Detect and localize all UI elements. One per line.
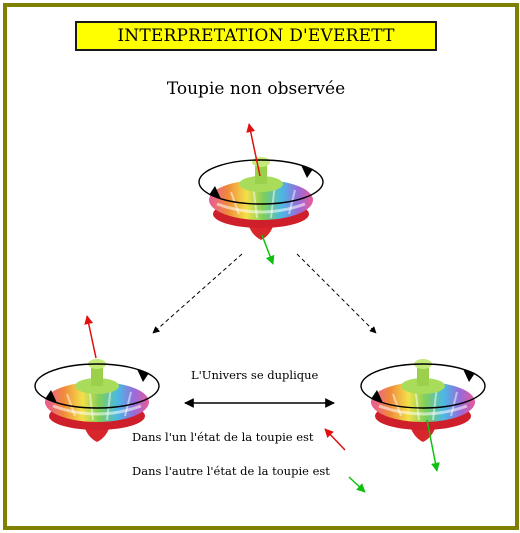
title-box: INTERPRETATION D'EVERETT xyxy=(75,21,437,51)
state-other-caption: Dans l'autre l'état de la toupie est xyxy=(132,464,330,478)
unobserved-heading: Toupie non observée xyxy=(166,79,346,99)
state-one-caption: Dans l'un l'état de la toupie est xyxy=(132,430,314,444)
title-text: INTERPRETATION D'EVERETT xyxy=(117,26,395,46)
branch-left-arrow xyxy=(152,253,243,334)
outer-frame xyxy=(3,3,519,530)
branch-right-arrow xyxy=(296,253,377,334)
duplicate-caption: L'Univers se duplique xyxy=(191,368,319,382)
right-spin-down-arrow xyxy=(426,419,440,472)
left-spin-up-arrow xyxy=(84,315,97,359)
state-one-red-arrow xyxy=(324,428,346,451)
right-branch-top xyxy=(360,357,486,444)
state-other-green-arrow xyxy=(348,476,366,493)
unobserved-top xyxy=(198,155,324,242)
unobserved-spin-up-arrow xyxy=(246,123,261,177)
unobserved-spin-down-arrow xyxy=(261,234,275,265)
